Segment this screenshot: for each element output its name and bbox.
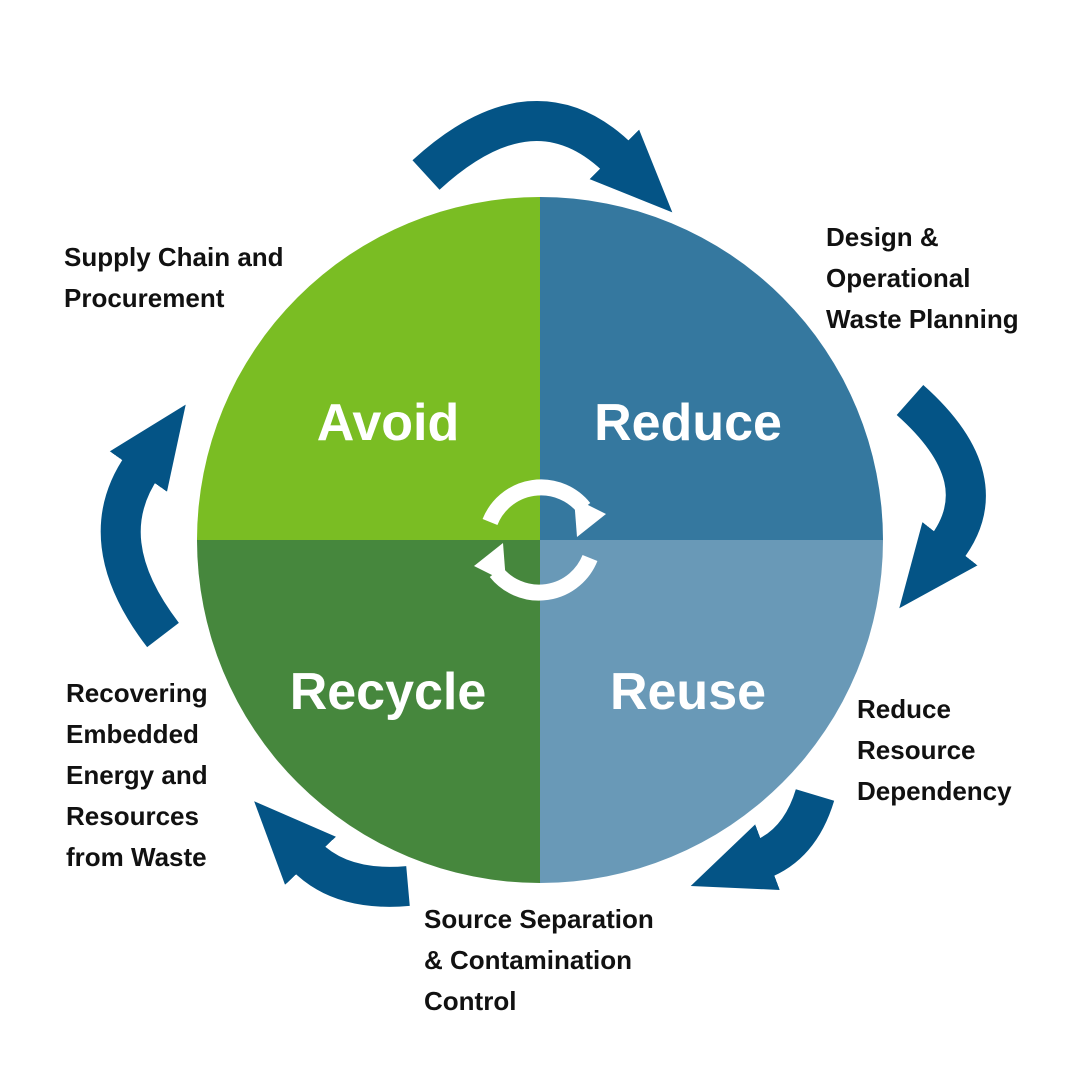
note-supply-chain: Supply Chain and Procurement xyxy=(64,242,284,313)
arrow-bottom-right-icon xyxy=(690,788,835,890)
reduce-label: Reduce xyxy=(594,394,782,452)
arrow-bottom-left-icon xyxy=(254,801,410,907)
avoid-label: Avoid xyxy=(317,394,460,452)
reuse-quadrant xyxy=(540,540,883,883)
note-recovering-resources: Recovering Embedded Energy and Resources… xyxy=(66,678,208,872)
reuse-label: Reuse xyxy=(610,663,766,721)
arrow-top-icon xyxy=(412,101,673,213)
recycle-quadrant xyxy=(197,540,540,883)
arrow-right-icon xyxy=(896,385,986,609)
arrow-left-icon xyxy=(100,404,186,648)
note-resource-dependency: Reduce Resource Dependency xyxy=(857,694,1012,806)
reduce-quadrant xyxy=(540,197,883,540)
avoid-quadrant xyxy=(197,197,540,540)
note-source-separation: Source Separation & Contamination Contro… xyxy=(424,904,654,1016)
recycle-label: Recycle xyxy=(290,663,487,721)
refresh-cycle-icon xyxy=(474,479,606,601)
note-design-planning: Design & Operational Waste Planning xyxy=(826,222,1019,334)
